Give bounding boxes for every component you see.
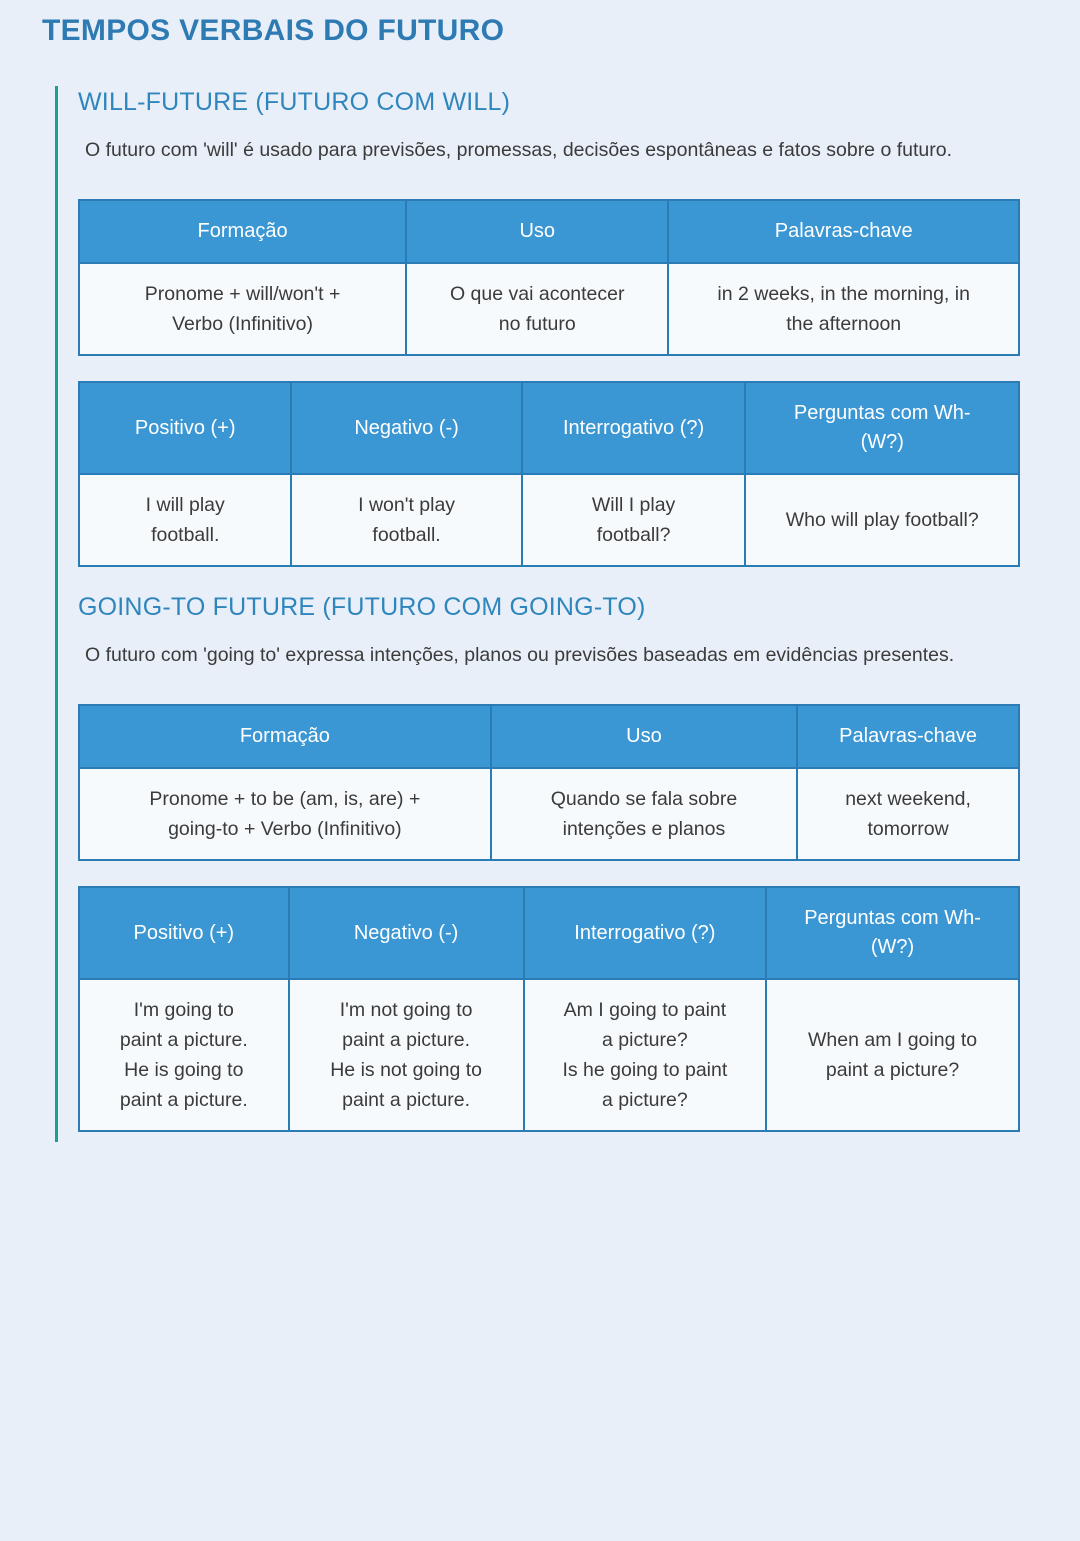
header-cell-formacao: Formação [78,704,492,769]
cell-palavras-chave: in 2 weeks, in the morning, in the after… [667,262,1020,356]
will-formation-table: Formação Uso Palavras-chave Pronome + wi… [77,199,1020,356]
header-cell-perguntas-wh: Perguntas com Wh- (W?) [765,886,1020,980]
cell-perguntas-wh: When am I going to paint a picture? [765,978,1020,1132]
header-cell-negativo: Negativo (-) [290,381,523,475]
page-title: TEMPOS VERBAIS DO FUTURO [42,14,505,47]
header-cell-perguntas-wh: Perguntas com Wh- (W?) [744,381,1020,475]
cell-formacao: Pronome + will/won't + Verbo (Infinitivo… [77,262,408,356]
header-cell-palavras-chave: Palavras-chave [667,199,1020,264]
header-cell-palavras-chave: Palavras-chave [796,704,1020,769]
cell-formacao: Pronome + to be (am, is, are) + going-to… [78,767,492,861]
header-cell-interrogativo: Interrogativo (?) [520,381,747,475]
header-cell-uso: Uso [489,704,799,769]
table-header-row: Positivo (+) Negativo (-) Interrogativo … [77,381,1020,475]
header-cell-uso: Uso [405,199,670,264]
going-to-formation-table: Formação Uso Palavras-chave Pronome + to… [78,704,1020,861]
cell-interrogativo: Will I play football? [520,473,747,567]
going-to-forms-table: Positivo (+) Negativo (-) Interrogativo … [78,886,1020,1132]
will-future-heading: WILL-FUTURE (FUTURO COM WILL) [78,88,511,116]
table-row: I will play football. I won't play footb… [77,473,1020,567]
header-cell-positivo: Positivo (+) [77,381,293,475]
cell-negativo: I'm not going to paint a picture. He is … [287,978,525,1132]
cell-interrogativo: Am I going to paint a picture? Is he goi… [522,978,768,1132]
going-to-future-heading: GOING-TO FUTURE (FUTURO COM GOING-TO) [78,593,646,621]
cell-uso: O que vai acontecer no futuro [405,262,670,356]
header-cell-interrogativo: Interrogativo (?) [522,886,768,980]
cell-perguntas-wh: Who will play football? [744,473,1020,567]
table-header-row: Formação Uso Palavras-chave [77,199,1020,264]
table-row: Pronome + will/won't + Verbo (Infinitivo… [77,262,1020,356]
going-to-future-description: O futuro com 'going to' expressa intençõ… [85,644,955,666]
cell-uso: Quando se fala sobre intenções e planos [489,767,799,861]
table-header-row: Positivo (+) Negativo (-) Interrogativo … [78,886,1020,980]
cell-positivo: I will play football. [77,473,293,567]
table-header-row: Formação Uso Palavras-chave [78,704,1020,769]
content-section: WILL-FUTURE (FUTURO COM WILL) O futuro c… [55,86,1020,1142]
header-cell-positivo: Positivo (+) [78,886,290,980]
cell-positivo: I'm going to paint a picture. He is goin… [78,978,290,1132]
table-row: Pronome + to be (am, is, are) + going-to… [78,767,1020,861]
cell-negativo: I won't play football. [290,473,523,567]
header-cell-negativo: Negativo (-) [287,886,525,980]
will-forms-table: Positivo (+) Negativo (-) Interrogativo … [77,381,1020,567]
will-future-description: O futuro com 'will' é usado para previsõ… [85,139,952,161]
cell-palavras-chave: next weekend, tomorrow [796,767,1020,861]
table-row: I'm going to paint a picture. He is goin… [78,978,1020,1132]
header-cell-formacao: Formação [77,199,408,264]
